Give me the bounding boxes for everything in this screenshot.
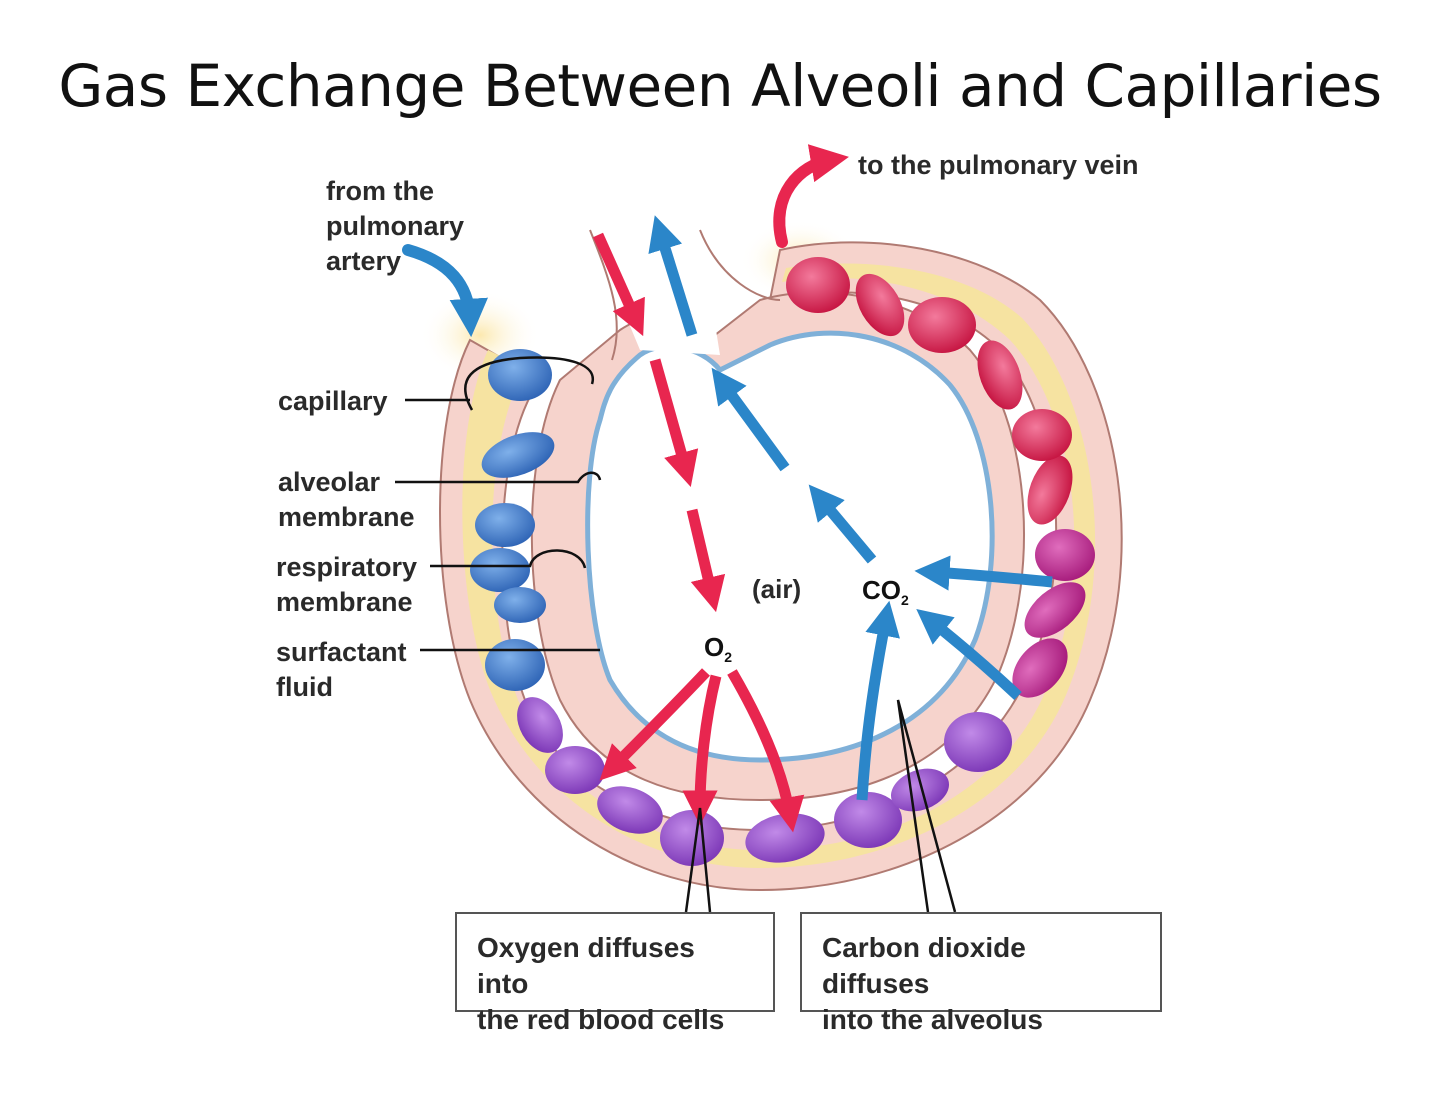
blood-cell <box>470 548 530 592</box>
oxygen-callout: Oxygen diffuses into the red blood cells <box>455 912 775 1035</box>
blood-cell <box>660 810 724 866</box>
surfactant-fluid-label: surfactant fluid <box>276 637 407 702</box>
blood-cell <box>786 257 850 313</box>
transition-cells <box>1012 529 1095 698</box>
o2-diffusion-arrow <box>727 669 805 833</box>
mixed-cells <box>517 697 1012 866</box>
blood-cell <box>890 768 950 812</box>
respiratory-membrane-label: respiratory membrane <box>276 552 418 617</box>
o2-label: O2 <box>704 632 733 666</box>
blood-cell <box>488 349 552 401</box>
deoxygenated-cells <box>470 349 555 691</box>
blood-cell <box>475 503 535 547</box>
co2-label: CO2 <box>862 575 909 609</box>
air-label: (air) <box>752 574 802 604</box>
blood-cell <box>494 587 546 623</box>
blood-cell <box>855 273 905 337</box>
alveolar-membrane-label: alveolar membrane <box>278 467 415 532</box>
blood-cell <box>485 639 545 691</box>
vein-outflow-arrow <box>773 144 849 248</box>
page-title: Gas Exchange Between Alveoli and Capilla… <box>58 52 1382 120</box>
alveolus-air-space <box>585 330 995 763</box>
blood-cell <box>1012 638 1068 698</box>
blood-cell <box>545 746 605 794</box>
carbon-dioxide-callout: Carbon dioxide diffuses into the alveolu… <box>800 912 1162 1035</box>
to-vein-label: to the pulmonary vein <box>858 150 1139 180</box>
blood-cell <box>517 697 563 753</box>
capillary-outer-wall <box>439 241 1123 892</box>
blood-cell <box>1024 582 1086 638</box>
from-artery-label: from the pulmonary artery <box>326 176 465 276</box>
blood-cell <box>834 792 902 848</box>
o2-diffusion-arrow <box>682 674 722 826</box>
blood-cell <box>977 340 1023 410</box>
co2-diffusion-arrow <box>856 600 900 801</box>
blood-cell <box>1012 409 1072 461</box>
oxygenated-cells <box>786 257 1073 525</box>
blood-cell <box>1035 529 1095 581</box>
capillary-label: capillary <box>278 386 388 416</box>
blood-cell <box>481 432 555 478</box>
blood-cell <box>908 297 976 353</box>
co2-diffusion-arrow <box>916 609 1022 701</box>
blood-cell <box>1027 455 1073 525</box>
blood-cell <box>597 786 663 834</box>
blood-cell <box>944 712 1012 772</box>
co2-diffusion-arrow <box>914 555 1053 591</box>
artery-inflow-arrow <box>402 244 488 338</box>
blood-cell <box>745 813 825 863</box>
o2-diffusion-arrow <box>599 668 710 781</box>
